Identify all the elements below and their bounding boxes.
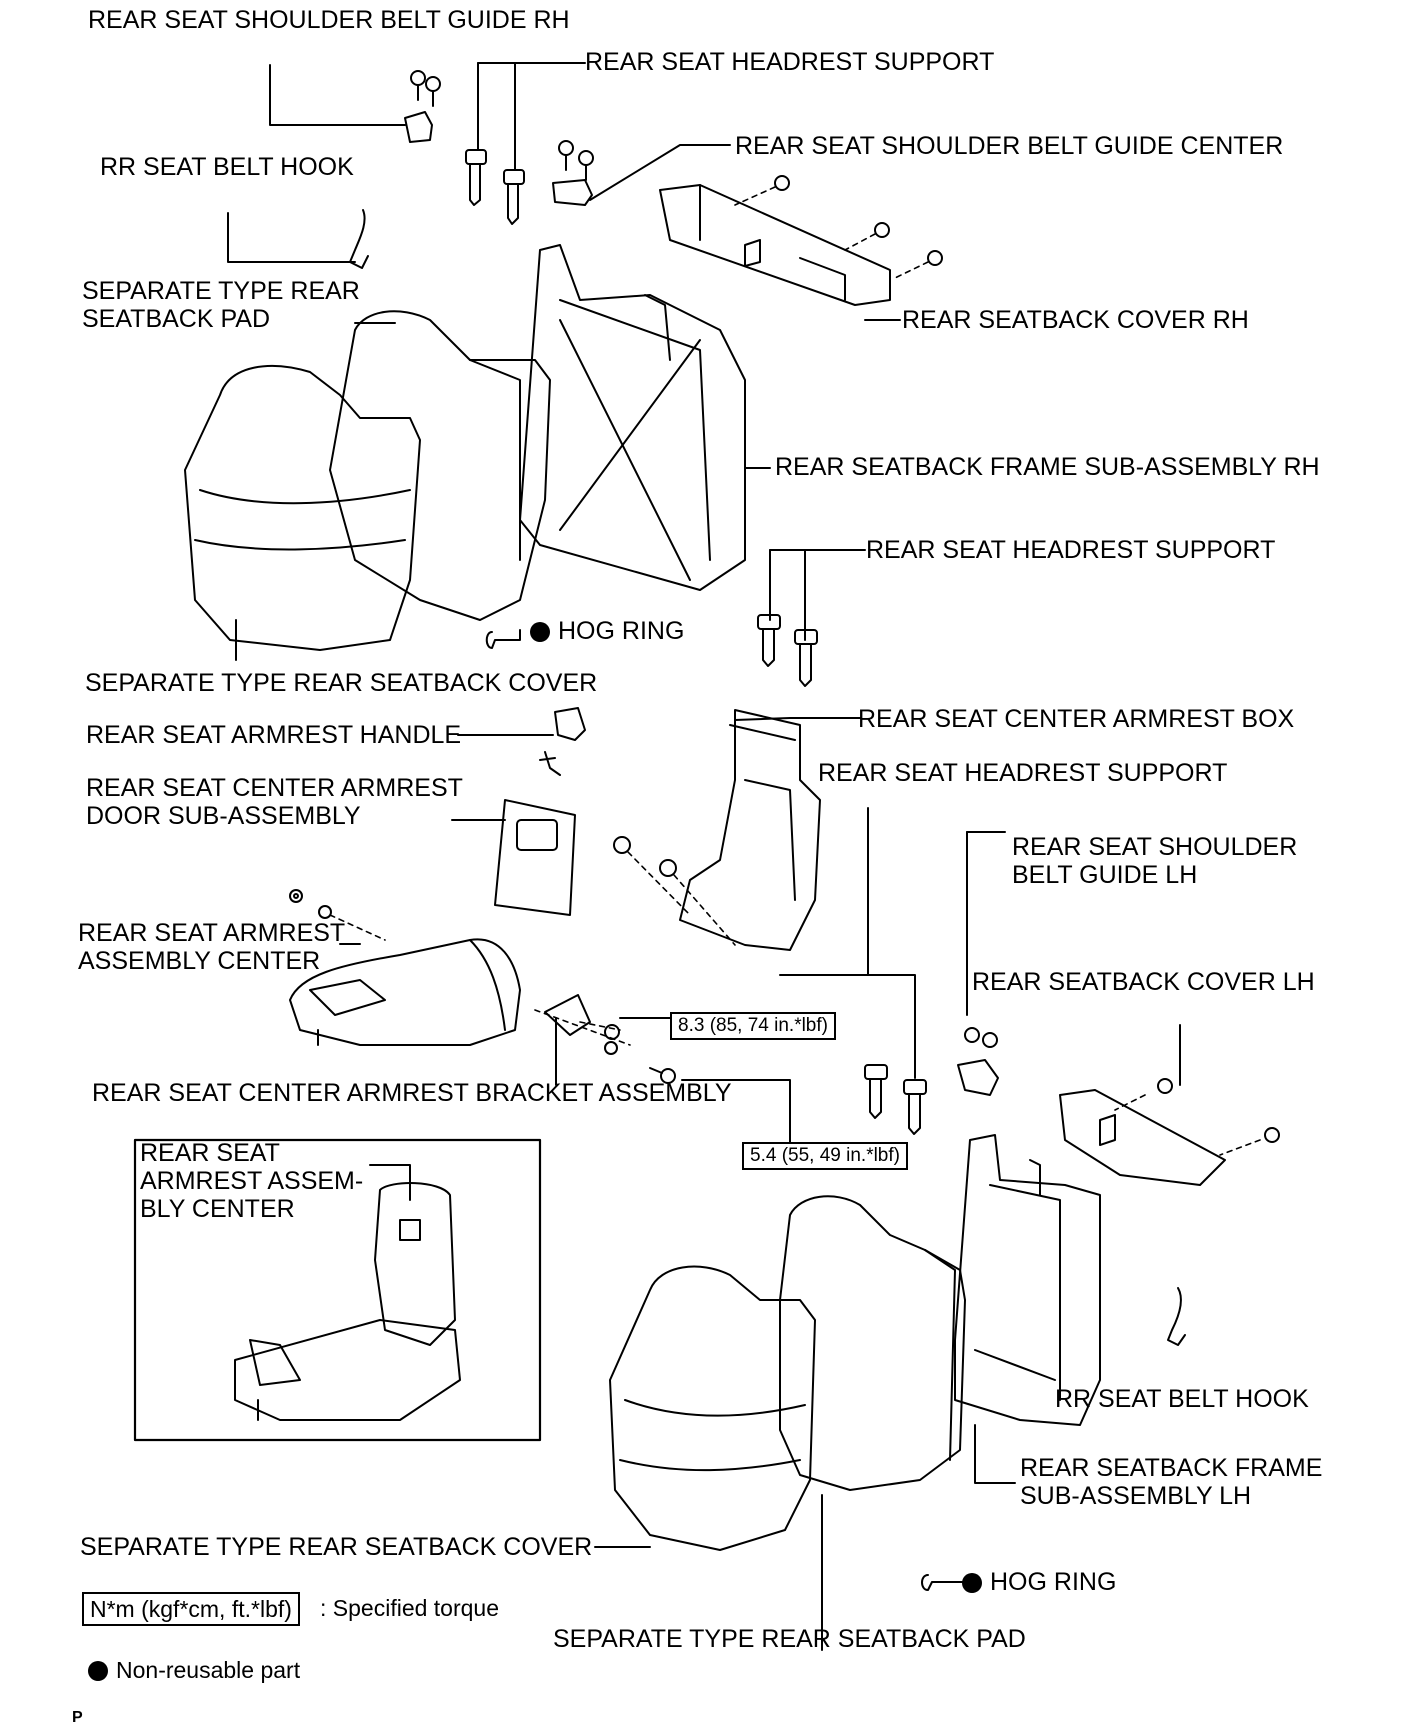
leader-lines-mid [339, 717, 1181, 1156]
armrest-box-screws [613, 836, 677, 877]
headrest-supports-low [864, 1064, 927, 1135]
screws-top [410, 70, 943, 266]
label-armrest-center-2: ASSEMBLY CENTER [78, 947, 321, 975]
label-headrest-support-top: REAR SEAT HEADREST SUPPORT [585, 48, 995, 76]
armrest-door [494, 799, 576, 916]
label-frame-lh-1: REAR SEATBACK FRAME [1020, 1454, 1323, 1482]
torque-value-box-2: 5.4 (55, 49 in.*lbf) [742, 1142, 908, 1170]
belt-guide-center [552, 179, 593, 206]
nonreusable-dot-icon [962, 1573, 982, 1593]
label-armrest-center-1: REAR SEAT ARMREST [78, 919, 346, 947]
label-shoulder-guide-center: REAR SEAT SHOULDER BELT GUIDE CENTER [735, 132, 1284, 160]
seatback-cover-top [184, 365, 421, 651]
dashed-fastener-lines [734, 186, 929, 279]
armrest-handle [554, 707, 586, 741]
belt-guide-lh [957, 1027, 999, 1096]
label-inset-3: BLY CENTER [140, 1195, 295, 1223]
hog-ring-low [921, 1574, 963, 1591]
label-seatback-cover-lh: REAR SEATBACK COVER LH [972, 968, 1315, 996]
armrest-box [679, 709, 821, 951]
armrest-bracket [544, 994, 591, 1036]
leader-lines-low [594, 1424, 1016, 1651]
label-hog-ring-low: HOG RING [962, 1567, 1116, 1597]
legend-torque-text: : Specified torque [320, 1595, 500, 1621]
label-frame-rh: REAR SEATBACK FRAME SUB-ASSEMBLY RH [775, 453, 1320, 481]
seatback-cover-lh [1059, 1078, 1280, 1186]
seatback-cover-low [609, 1265, 816, 1551]
belt-hook-top [349, 209, 369, 269]
label-seatback-pad-top-1: SEPARATE TYPE REAR [82, 277, 360, 305]
label-armrest-handle: REAR SEAT ARMREST HANDLE [86, 721, 462, 749]
corner-code: P [72, 1709, 83, 1726]
armrest-assembly-center [289, 938, 521, 1046]
hog-ring-top [485, 629, 521, 649]
washer [318, 905, 332, 919]
inset-frame [133, 1138, 542, 1442]
belt-guide-rh [404, 111, 433, 143]
legend-nonreusable: Non-reusable part [88, 1656, 300, 1684]
label-rr-seat-belt-hook-top: RR SEAT BELT HOOK [100, 153, 354, 181]
label-seatback-cover-low: SEPARATE TYPE REAR SEATBACK COVER [80, 1533, 593, 1561]
nonreusable-dot-icon [530, 622, 550, 642]
inset-armrest-open [234, 1182, 461, 1421]
label-frame-lh-2: SUB-ASSEMBLY LH [1020, 1482, 1252, 1510]
seatback-frame-rh [519, 244, 746, 591]
label-rr-seat-belt-hook-low: RR SEAT BELT HOOK [1055, 1385, 1309, 1413]
seatback-frame-lh [954, 1134, 1101, 1426]
label-seatback-cover-top: SEPARATE TYPE REAR SEATBACK COVER [85, 669, 598, 697]
label-shoulder-guide-lh-1: REAR SEAT SHOULDER [1012, 833, 1298, 861]
label-armrest-box: REAR SEAT CENTER ARMREST BOX [858, 705, 1295, 733]
nut [289, 889, 303, 903]
headrest-supports-top [465, 149, 525, 225]
seatback-pad-low [779, 1195, 966, 1491]
legend-torque-box: N*m (kgf*cm, ft.*lbf) [82, 1592, 300, 1626]
label-seatback-cover-rh: REAR SEATBACK COVER RH [902, 306, 1249, 334]
label-hog-ring-top: HOG RING [530, 616, 684, 646]
label-inset-2: ARMREST ASSEM- [140, 1167, 364, 1195]
headrest-supports-mid [757, 614, 818, 687]
nonreusable-dot-icon [88, 1661, 108, 1681]
label-inset-1: REAR SEAT [140, 1139, 280, 1167]
label-armrest-door-1: REAR SEAT CENTER ARMREST [86, 774, 463, 802]
label-armrest-door-2: DOOR SUB-ASSEMBLY [86, 802, 361, 830]
label-shoulder-guide-lh-2: BELT GUIDE LH [1012, 861, 1198, 889]
seatback-pad-top [329, 310, 551, 621]
label-headrest-support-low: REAR SEAT HEADREST SUPPORT [818, 759, 1228, 787]
label-bracket-assembly: REAR SEAT CENTER ARMREST BRACKET ASSEMBL… [92, 1079, 732, 1107]
label-shoulder-guide-rh: REAR SEAT SHOULDER BELT GUIDE RH [88, 6, 570, 34]
torque-value-box-1: 8.3 (85, 74 in.*lbf) [670, 1012, 836, 1040]
label-headrest-support-mid: REAR SEAT HEADREST SUPPORT [866, 536, 1276, 564]
label-seatback-pad-low: SEPARATE TYPE REAR SEATBACK PAD [553, 1625, 1026, 1653]
label-seatback-pad-top-2: SEATBACK PAD [82, 305, 271, 333]
belt-hook-low [1167, 1287, 1186, 1346]
